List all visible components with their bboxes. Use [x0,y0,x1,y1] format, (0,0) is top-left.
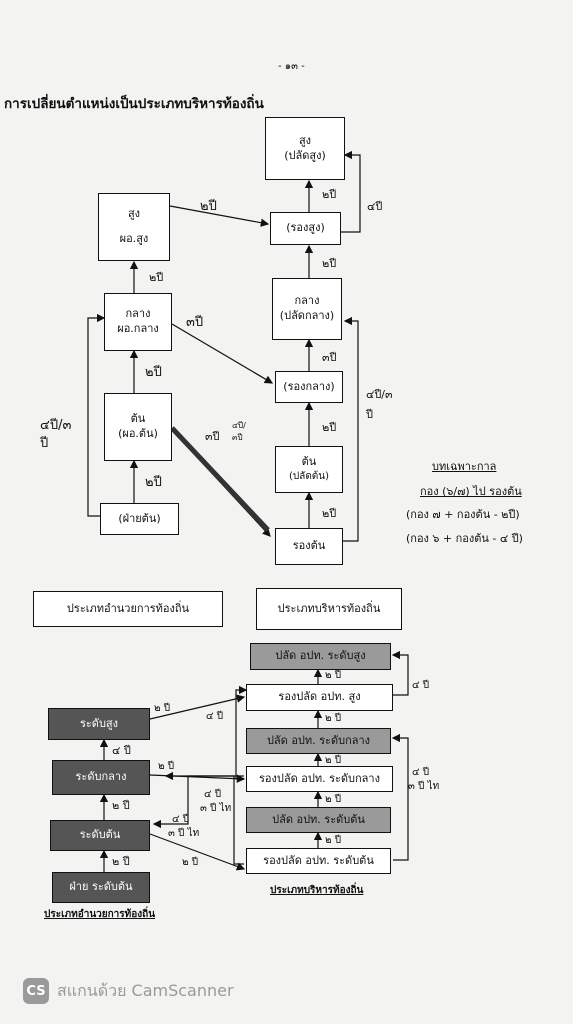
watermark-text: สแกนด้วย CamScanner [57,981,234,1000]
label-diag-2y: ๒ปี [200,199,217,214]
box-right-deputy-mid: (รองกลาง) [275,371,343,403]
box-bottom-left-mid: ระดับกลาง [52,760,150,795]
box-right-low-line1: ต้น [301,455,317,469]
box-bottom-right-4: รองปลัด อปท. ระดับกลาง [246,766,393,792]
label-bracket-left-2: ปี [40,436,49,451]
note-line1: กอง (๖/๗) ไป รองต้น [420,485,522,498]
box-right-mid-line2: (ปลัดกลาง) [279,309,335,322]
note-line3: (กอง ๖ + กองต้น - ๔ ปี) [406,532,523,545]
label-2y-right-4: ๒ปี [322,507,337,520]
box-bottom-left-high: ระดับสูง [48,708,150,740]
box-right-deputy-high: (รองสูง) [270,212,341,245]
box-bottom-right-6: รองปลัด อปท. ระดับต้น [246,848,391,874]
label-2y-left-1: ๒ปี [149,271,164,284]
box-bottom-right-3: ปลัด อปท. ระดับกลาง [246,728,391,754]
label-b-3y-mid: ๓ ปี ไท [200,803,232,814]
box-left-mid-line1: กลาง [125,307,151,321]
caption-left: ประเภทอำนวยการท้องถิ่น [44,909,156,920]
label-2y-left-3: ๒ปี [145,475,162,490]
label-4y-right: ๔ปี [367,200,383,213]
box-left-low-line1: ต้น [130,412,146,426]
label-b-4y-right-2: ๔ ปี [412,767,430,778]
label-b-4y-right: ๔ ปี [412,680,430,691]
box-bottom-left-fai: ฝ่าย ระดับต้น [52,872,150,903]
label-b-2y-r3: ๒ ปี [325,755,342,766]
page-number: - ๑๓ - [278,61,305,72]
header-left: ประเภทอำนวยการท้องถิ่น [33,591,223,627]
label-bracket-left-1: ๔ปี/๓ [40,418,72,433]
label-3y-right: ๓ปี [322,351,337,364]
header-right: ประเภทบริหารท้องถิ่น [256,588,402,630]
label-b-4y-low: ๔ ปี [172,814,190,825]
page-title: การเปลี่ยนตำแหน่งเป็นประเภทบริหารท้องถิ่… [4,96,264,112]
label-b-3y-low: ๓ ปี ไท [168,828,200,839]
label-2y-right-3: ๒ปี [322,421,337,434]
camscanner-logo-icon: CS [23,978,49,1004]
label-b-4y-cross: ๔ ปี [206,711,224,722]
label-b-2y-r5: ๒ ปี [325,835,342,846]
note-heading: บทเฉพาะกาล [432,460,497,473]
label-diag-3y: ๓ปี [186,315,204,330]
box-right-high: สูง (ปลัดสูง) [265,117,345,180]
label-b-2y-cross-2: ๒ ปี [158,761,175,772]
label-bracket-right-1: ๔ปี/๓ [366,388,393,401]
box-right-deputy-low: รองต้น [275,528,343,565]
label-2y-left-2: ๒ปี [145,365,162,380]
label-b-2y-left-1: ๒ ปี [112,799,130,812]
box-left-low: ต้น (ผอ.ต้น) [104,393,172,461]
label-b-2y-r2: ๒ ปี [325,713,342,724]
box-right-mid: กลาง (ปลัดกลาง) [272,278,342,340]
label-2y-right-2: ๒ปี [322,257,337,270]
label-b-3y-right-2: ๓ ปี ไท [408,781,440,792]
box-left-mid-line2: ผอ.กลาง [117,322,159,335]
label-b-2y-low: ๒ ปี [182,857,199,868]
label-b-4y-mid: ๔ ปี [204,789,222,800]
label-b-2y-left-2: ๒ ปี [112,855,130,868]
label-2y-right-1: ๒ปี [322,188,337,201]
box-left-high-line1: สูง [127,207,141,221]
label-diag-small-1: ๔ปี/ [232,421,246,430]
box-left-mid: กลาง ผอ.กลาง [104,293,172,351]
label-b-2y-r1: ๒ ปี [325,670,342,681]
box-bottom-right-2: รองปลัด อปท. สูง [246,684,393,711]
box-right-low-line2: (ปลัดต้น) [288,471,330,483]
box-right-mid-line1: กลาง [294,294,320,308]
box-left-fai: (ฝ่ายต้น) [100,503,179,535]
box-right-high-line2: (ปลัดสูง) [284,148,326,162]
label-bracket-right-2: ปี [366,408,373,421]
note-line2: (กอง ๗ + กองต้น - ๒ปี) [406,508,520,521]
box-bottom-right-1: ปลัด อปท. ระดับสูง [250,643,391,670]
box-bottom-left-low: ระดับต้น [50,820,150,851]
caption-right: ประเภทบริหารท้องถิ่น [270,885,364,896]
label-b-2y-r4: ๒ ปี [325,794,342,805]
label-diag-3y-2: ๓ปี [205,430,220,443]
box-right-high-line1: สูง [298,133,312,147]
box-right-low: ต้น (ปลัดต้น) [275,446,343,493]
box-left-high-line2: ผอ.สูง [119,232,149,245]
label-b-2y-cross-1: ๒ ปี [154,703,171,714]
box-left-high: สูง ผอ.สูง [98,193,170,261]
label-b-4y-left: ๔ ปี [112,744,131,757]
label-diag-small-2: ๓ปี [232,433,243,442]
box-bottom-right-5: ปลัด อปท. ระดับต้น [246,807,391,833]
box-left-low-line2: (ผอ.ต้น) [118,427,158,440]
